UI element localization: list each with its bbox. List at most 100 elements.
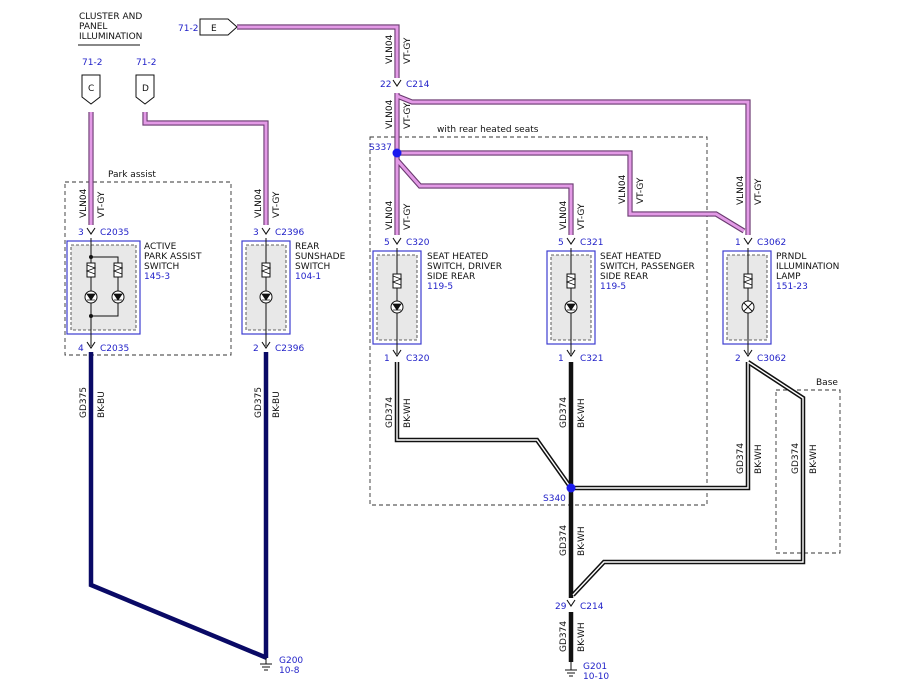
prndl-name-2: ILLUMINATION: [776, 262, 839, 272]
wire-labels: VLN04 VT-GY VLN04 VT-GY VLN04 VT-GY VLN0…: [79, 34, 819, 652]
connector-d-letter: D: [142, 84, 149, 94]
splice-s340-dot: [566, 483, 576, 493]
pin-c3062-top: 1: [735, 238, 741, 248]
component-rear-sunshade-switch: REAR SUNSHADE SWITCH 104-1: [241, 238, 346, 346]
wire-label-vln04: VLN04: [79, 188, 89, 218]
seat-driver-name-1: SEAT HEATED: [427, 252, 488, 262]
pin-c214-top: 22: [380, 80, 391, 90]
ground-g200-ref: 10-8: [279, 666, 300, 676]
component-seat-heated-driver: SEAT HEATED SWITCH, DRIVER SIDE REAR 119…: [372, 248, 502, 354]
pin-c321-bot: 1: [558, 354, 564, 364]
connector-c-letter: C: [88, 84, 94, 94]
cluster-illumination-title: CLUSTER AND PANEL ILLUMINATION: [78, 12, 142, 46]
wire-label-gd374: GD374: [736, 443, 746, 474]
wire-label-bkbu: BK-BU: [97, 391, 107, 418]
connector-c320-top: C320: [406, 238, 430, 248]
prndl-name-1: PRNDL: [776, 252, 806, 262]
pin-c2035-top: 3: [78, 228, 84, 238]
wire-label-vln04: VLN04: [254, 188, 264, 218]
connector-c2035-top: C2035: [100, 228, 129, 238]
seat-passenger-ref: 119-5: [600, 282, 626, 292]
ground-g200-name: G200: [279, 656, 303, 666]
wire-label-vtgy: VT-GY: [403, 37, 413, 64]
park-assist-label: Park assist: [108, 170, 156, 180]
wire-label-gd374: GD374: [385, 397, 395, 428]
sunshade-name-2: SUNSHADE: [295, 252, 346, 262]
wire-label-vln04: VLN04: [618, 174, 628, 204]
pin-c320-top: 5: [384, 238, 390, 248]
sunshade-name-3: SWITCH: [295, 262, 330, 272]
seat-passenger-name-3: SIDE REAR: [600, 272, 648, 282]
connector-c321-bot: C321: [580, 354, 603, 364]
pin-c320-bot: 1: [384, 354, 390, 364]
park-assist-ref: 145-3: [144, 272, 170, 282]
wire-label-vln04: VLN04: [559, 200, 569, 230]
wire-label-vtgy: VT-GY: [97, 191, 107, 218]
connector-c214-top: C214: [406, 80, 430, 90]
rear-heated-label: with rear heated seats: [437, 125, 539, 135]
splice-s340-label: S340: [543, 494, 566, 504]
wire-label-bkwh: BK-WH: [577, 622, 587, 652]
ground-wires: [88, 352, 806, 662]
seat-driver-name-3: SIDE REAR: [427, 272, 475, 282]
splice-s337-dot: [392, 148, 402, 158]
rear-heated-group-box: [369, 136, 708, 506]
connector-c2035-bot: C2035: [100, 344, 129, 354]
park-assist-name-1: ACTIVE: [144, 242, 177, 252]
splice-s337-label: S337: [369, 143, 392, 153]
connector-c3062-top: C3062: [757, 238, 786, 248]
pin-c2035-bot: 4: [78, 344, 84, 354]
park-assist-name-3: SWITCH: [144, 262, 179, 272]
connector-c3062-bot: C3062: [757, 354, 786, 364]
prndl-name-3: LAMP: [776, 272, 801, 282]
wire-label-bkwh: BK-WH: [809, 444, 819, 474]
pin-c2396-bot: 2: [253, 344, 259, 354]
wire-label-vtgy: VT-GY: [403, 102, 413, 129]
component-seat-heated-passenger: SEAT HEATED SWITCH, PASSENGER SIDE REAR …: [546, 248, 695, 354]
connector-c214-bot: C214: [580, 602, 604, 612]
connector-c2396-top: C2396: [275, 228, 304, 238]
pin-c2396-top: 3: [253, 228, 259, 238]
prndl-ref: 151-23: [776, 282, 808, 292]
connector-d-shape: [135, 74, 155, 105]
wire-label-gd374: GD374: [791, 443, 801, 474]
connector-c2396-bot: C2396: [275, 344, 304, 354]
park-assist-name-2: PARK ASSIST: [144, 252, 202, 262]
seat-passenger-name-1: SEAT HEATED: [600, 252, 661, 262]
wire-label-vtgy: VT-GY: [272, 191, 282, 218]
connector-e-letter: E: [211, 24, 217, 34]
wire-label-gd374: GD374: [559, 621, 569, 652]
wire-label-vtgy: VT-GY: [754, 178, 764, 205]
connector-c-shape: [81, 74, 101, 105]
wire-label-gd375: GD375: [79, 387, 89, 418]
wire-label-bkwh: BK-WH: [754, 444, 764, 474]
wire-label-vln04: VLN04: [385, 34, 395, 64]
ground-g201-name: G201: [583, 662, 607, 672]
wire-label-vtgy: VT-GY: [577, 203, 587, 230]
wire-label-gd374: GD374: [559, 525, 569, 556]
component-prndl-lamp: PRNDL ILLUMINATION LAMP 151-23: [722, 248, 839, 354]
wire-label-vln04: VLN04: [385, 99, 395, 129]
cluster-title-line2: PANEL: [79, 22, 107, 32]
connector-labels: 22 C214 3 C2035 4 C2035 3 C2396 2 C2396 …: [78, 80, 786, 612]
connector-c320-bot: C320: [406, 354, 430, 364]
connector-e-ref: 71-2: [178, 24, 198, 34]
wire-label-bkwh: BK-WH: [577, 526, 587, 556]
pin-c321-top: 5: [558, 238, 564, 248]
seat-driver-name-2: SWITCH, DRIVER: [427, 262, 502, 272]
wire-label-vln04: VLN04: [385, 200, 395, 230]
cluster-title-line3: ILLUMINATION: [79, 32, 142, 42]
ground-g201-ref: 10-10: [583, 672, 609, 682]
park-assist-group-box: [64, 181, 232, 356]
component-park-assist-switch: ACTIVE PARK ASSIST SWITCH 145-3: [66, 238, 202, 346]
pin-c214-bot: 29: [555, 602, 567, 612]
sunshade-ref: 104-1: [295, 272, 321, 282]
wire-label-vtgy: VT-GY: [403, 203, 413, 230]
wire-label-gd375: GD375: [254, 387, 264, 418]
connector-c321-top: C321: [580, 238, 603, 248]
wire-label-vln04: VLN04: [736, 175, 746, 205]
wire-label-bkwh: BK-WH: [577, 398, 587, 428]
wire-label-bkbu: BK-BU: [272, 391, 282, 418]
wire-label-gd374: GD374: [559, 397, 569, 428]
